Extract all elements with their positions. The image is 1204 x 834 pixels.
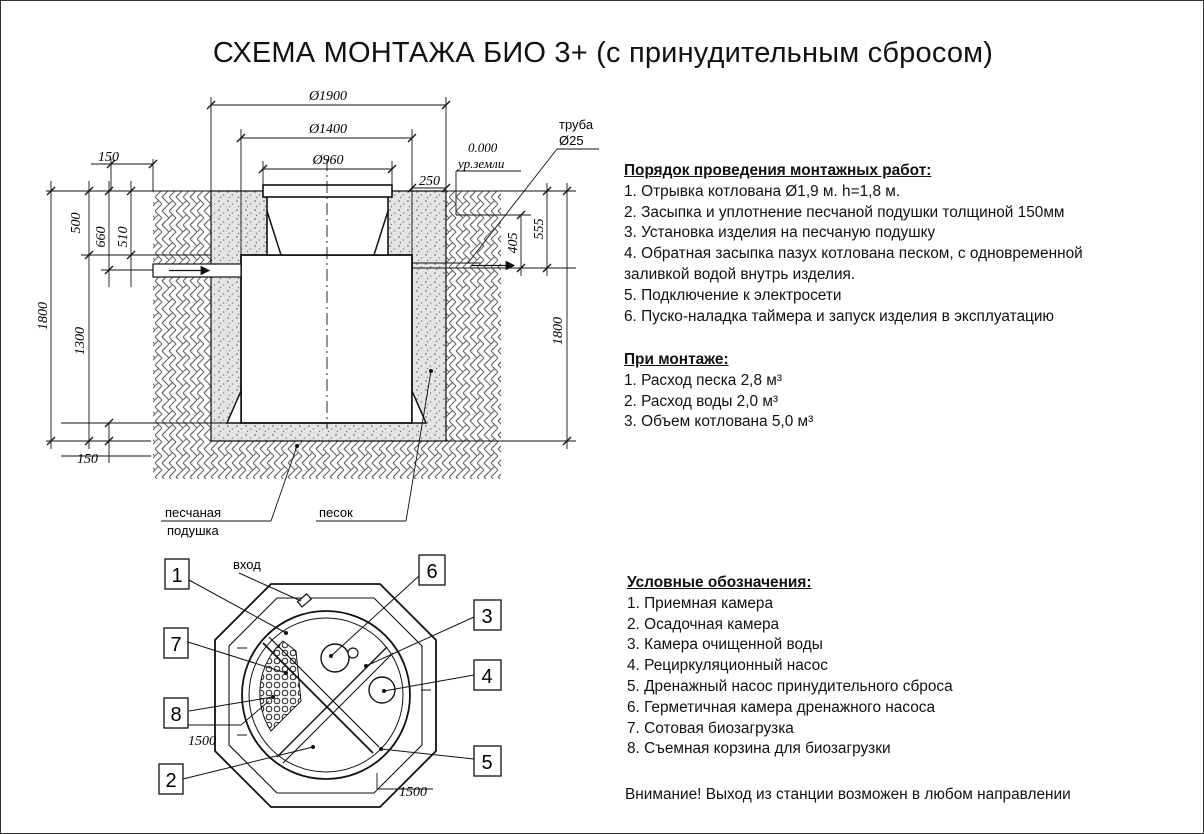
installation-list: При монтаже: 1. Расход песка 2,8 м³ 2. Р… [624,350,813,433]
legend-heading: Условные обозначения: [627,574,812,591]
legend-item: 1. Приемная камера [627,594,774,612]
callout-1: 1 [171,565,182,587]
dim-1500-bottom: 1500 [399,785,427,800]
tank-lid [262,184,393,198]
label-sand-cushion-1: песчаная [165,505,221,520]
drain-pump-chamber [320,643,350,673]
callout-7: 7 [170,634,181,656]
dim-1900: Ø1900 [308,89,347,104]
dim-250: 250 [419,174,440,189]
tank-neck [266,186,389,256]
callout-3: 3 [481,606,492,628]
work-order-item: 6. Пуско-наладка таймера и запуск издели… [624,307,1054,325]
callout-4: 4 [481,666,492,688]
dim-660: 660 [94,227,109,248]
tank-body [240,254,413,424]
ground-level-label: ур.земли [456,156,505,171]
legend-item: 8. Съемная корзина для биозагрузки [627,740,891,758]
pipe-label: труба [559,117,594,132]
dim-960: Ø960 [311,153,343,168]
dim-1300: 1300 [73,327,88,355]
page-title: СХЕМА МОНТАЖА БИО 3+ (с принудительным с… [212,37,994,69]
dim-405: 405 [506,233,521,254]
legend-item: 6. Герметичная камера дренажного насоса [627,698,936,716]
dim-150-top: 150 [98,150,119,165]
label-sand-cushion-2: подушка [167,523,219,538]
recirculation-pump [368,676,396,704]
section-view: Ø1900 Ø1400 Ø960 150 250 0.000 ур.земли … [36,89,599,538]
inlet-label: вход [233,557,261,572]
legend-item: 3. Камера очищенной воды [627,636,823,654]
dim-1800-left: 1800 [36,302,51,330]
callout-2: 2 [165,770,176,792]
pipe-diameter: Ø25 [559,133,584,148]
work-order-list: Порядок проведения монтажных работ: 1. О… [624,161,1083,327]
dim-1800-right: 1800 [551,317,566,345]
callout-5: 5 [481,752,492,774]
dim-1400: Ø1400 [308,122,347,137]
legend-item: 2. Осадочная камера [627,615,780,633]
label-sand: песок [319,505,353,520]
legend-list: Условные обозначения: 1. Приемная камера… [627,573,953,760]
callout-8: 8 [170,704,181,726]
callout-6: 6 [426,561,437,583]
warning-note: Внимание! Выход из станции возможен в лю… [625,786,1071,803]
soil-hatch [153,191,501,479]
installation-item: 2. Расход воды 2,0 м³ [624,392,779,410]
work-order-item: 1. Отрывка котлована Ø1,9 м. h=1,8 м. [624,182,901,200]
work-order-heading: Порядок проведения монтажных работ: [624,162,932,179]
installation-item: 1. Расход песка 2,8 м³ [624,371,782,389]
dim-1500-left: 1500 [188,734,216,749]
installation-heading: При монтаже: [624,351,729,368]
dim-510: 510 [116,227,131,248]
dim-150-bottom: 150 [77,452,98,467]
work-order-item: 3. Установка изделия на песчаную подушку [624,224,936,242]
legend-item: 7. Сотовая биозагрузка [627,719,794,737]
ground-level-value: 0.000 [468,140,498,155]
work-order-item: заливкой водой внутрь изделия. [624,265,856,283]
dim-555: 555 [532,219,547,240]
legend-item: 4. Рециркуляционный насос [627,657,828,675]
installation-item: 3. Объем котлована 5,0 м³ [624,413,814,431]
work-order-item: 2. Засыпка и уплотнение песчаной подушки… [624,203,1065,221]
plan-view: 1 2 3 4 5 6 7 8 вход 1500 1500 [158,554,502,808]
dim-500: 500 [69,213,84,234]
legend-item: 5. Дренажный насос принудительного сброс… [627,677,953,695]
work-order-item: 4. Обратная засыпка пазух котлована песк… [624,245,1083,263]
work-order-item: 5. Подключение к электросети [624,286,842,304]
